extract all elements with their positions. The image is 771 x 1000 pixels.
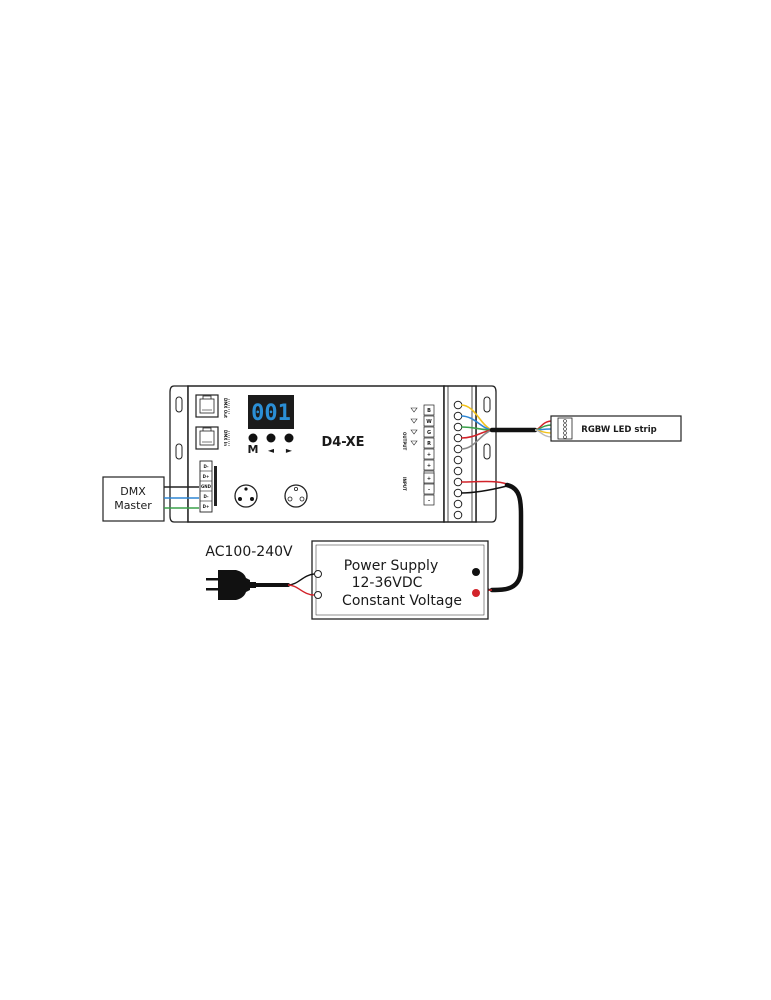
input-terminal-labels: + - - [423, 472, 435, 506]
m-button-label: M [248, 443, 259, 456]
led-strip: RGBW LED strip [550, 415, 682, 442]
terminal-screw [453, 455, 463, 465]
output-terminal-label: R [427, 441, 431, 447]
power-supply: Power Supply 12-36VDC Constant Voltage [311, 540, 489, 620]
dmx-term-label-5: D+ [203, 504, 210, 509]
output-terminal-box [423, 415, 435, 427]
ac-wires [254, 573, 315, 596]
psu-line3: Constant Voltage [342, 593, 462, 609]
left-mounting-slot-bottom [175, 443, 183, 460]
input-terminal-box [423, 472, 435, 484]
input-section-label: INPUT [402, 477, 407, 491]
output-section-label: OUTPUT [402, 432, 407, 451]
output-terminal-box [423, 437, 435, 449]
dmx-master-line1: DMX [120, 485, 146, 498]
led-symbols [410, 407, 418, 446]
rj45-port-in [195, 426, 219, 450]
right-mounting-slot-bottom [483, 443, 491, 460]
controller-unit: DMX Out DMX In 001 M ◄ ► D4-XE D- D+ GND… [169, 385, 497, 523]
output-terminal-box [423, 459, 435, 471]
segment-display [248, 395, 294, 429]
dmx-term-label-2: D+ [203, 474, 210, 479]
output-terminal-label: W [426, 419, 432, 425]
m-button[interactable] [248, 433, 258, 443]
dc-negative-terminal [472, 568, 480, 576]
input-terminal-box [423, 483, 435, 495]
terminal-screw [453, 510, 463, 520]
dc-positive-terminal [472, 589, 480, 597]
led-strip-label: RGBW LED strip [581, 425, 656, 435]
input-terminal-label: - [428, 498, 430, 504]
input-terminal-label: + [427, 476, 431, 482]
output-terminal-box [423, 404, 435, 416]
display-value: 001 [251, 401, 291, 426]
ac-voltage-label: AC100-240V [205, 544, 293, 560]
dmx-term-label-4: D- [203, 494, 208, 499]
xlr-female-connector [284, 484, 308, 508]
terminal-screw [453, 477, 463, 487]
dmx-term-label-3: GND [201, 484, 212, 489]
dmx-master: DMX Master [102, 476, 165, 522]
dmx-master-line2: Master [114, 499, 152, 512]
rj45-port-out [195, 394, 219, 418]
output-terminal-label: + [427, 452, 431, 458]
controller-model: D4-XE [321, 435, 364, 450]
xlr-male-connector [234, 484, 258, 508]
rj45-out-label: DMX Out [223, 398, 228, 418]
input-terminal-box [423, 494, 435, 506]
terminal-screw [453, 433, 463, 443]
left-button[interactable] [266, 433, 276, 443]
psu-line1: Power Supply [344, 558, 439, 574]
output-terminal-box [423, 426, 435, 438]
rj45-in-label: DMX In [223, 430, 228, 446]
terminal-screw [453, 422, 463, 432]
output-terminal-label: B [427, 408, 431, 414]
output-terminal-label: G [427, 430, 431, 436]
led-output-wires [460, 404, 553, 450]
dmx-wires [164, 486, 199, 509]
terminal-screw [453, 400, 463, 410]
output-terminal-label: + [427, 463, 431, 469]
right-mounting-slot-top [483, 396, 491, 413]
left-button-label: ◄ [268, 446, 275, 455]
dmx-terminal: D- D+ GND D- D+ [199, 460, 217, 513]
right-button[interactable] [284, 433, 294, 443]
input-terminal-label: - [428, 487, 430, 493]
terminal-screw [453, 499, 463, 509]
dmx-term-label-1: D- [203, 464, 208, 469]
psu-line2: 12-36VDC [352, 575, 423, 591]
terminal-screws [453, 400, 463, 520]
terminal-screw [453, 466, 463, 476]
right-button-label: ► [286, 446, 293, 455]
terminal-screw [453, 488, 463, 498]
output-terminal-box [423, 448, 435, 460]
left-mounting-slot-top [175, 396, 183, 413]
terminal-screw [453, 444, 463, 454]
controller-housing [187, 385, 445, 523]
ac-plug [206, 570, 256, 600]
terminal-screw [453, 411, 463, 421]
